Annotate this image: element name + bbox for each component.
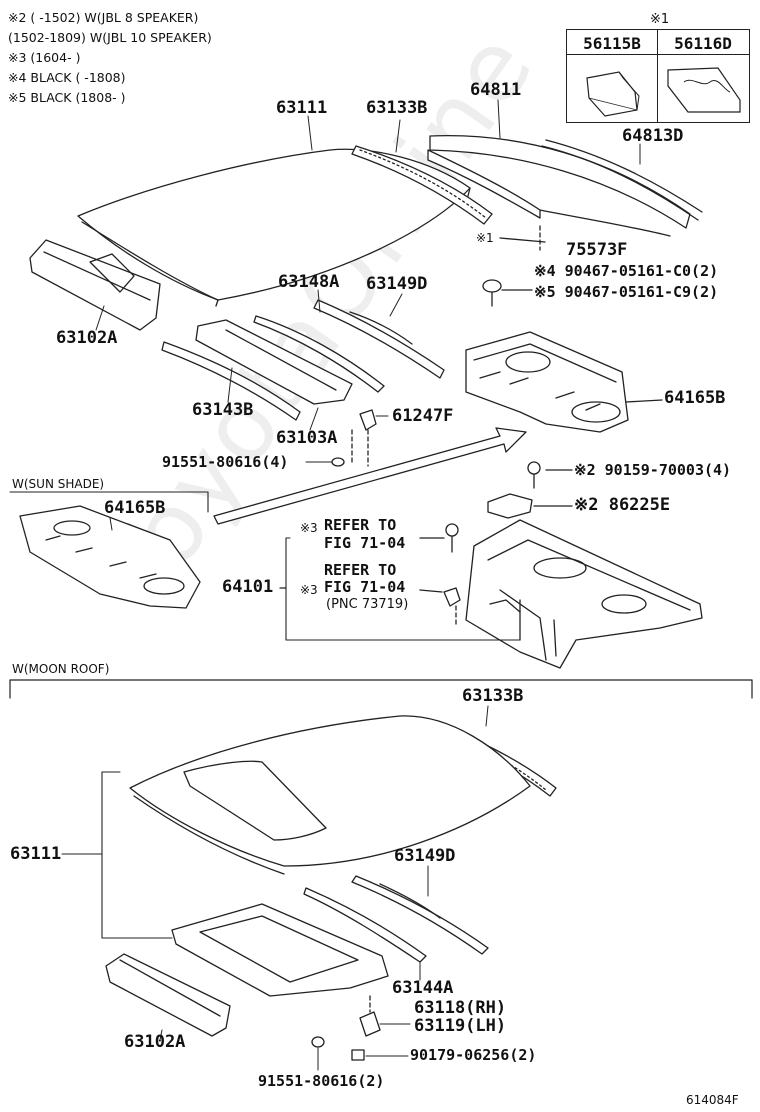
legend-marker: ※1 xyxy=(650,12,670,27)
bracket-refer-icon xyxy=(443,587,461,607)
note-line-5: ※5 BLACK (1808- ) xyxy=(8,90,126,105)
roof-bow-63103a[interactable] xyxy=(195,319,353,405)
label-moon-63149d[interactable]: 63149D xyxy=(394,846,456,866)
speaker-cover-86225e[interactable] xyxy=(487,493,533,519)
label-63133b[interactable]: 63133B xyxy=(366,98,428,118)
label-63148a[interactable]: 63148A xyxy=(278,272,340,292)
direction-arrow xyxy=(213,427,527,525)
roof-bow-63149d[interactable] xyxy=(313,299,445,379)
figure-id: 614084F xyxy=(686,1093,739,1107)
emblem-56116d-icon xyxy=(667,67,741,113)
package-tray-trim-64165b[interactable] xyxy=(465,331,629,433)
label-75573f-mark: ※1 xyxy=(476,231,494,245)
label-63149d[interactable]: 63149D xyxy=(366,274,428,294)
label-moon-63119[interactable]: 63119(LH) xyxy=(414,1016,507,1036)
package-tray-panel-64101[interactable] xyxy=(465,519,703,669)
label-64165b[interactable]: 64165B xyxy=(664,388,726,408)
label-91551-top[interactable]: 91551-80616(4) xyxy=(162,453,289,471)
label-63143b[interactable]: 63143B xyxy=(192,400,254,420)
bracket-61247f[interactable] xyxy=(359,409,377,431)
roof-panel-63111[interactable] xyxy=(77,148,471,307)
label-63102a[interactable]: 63102A xyxy=(56,328,118,348)
label-86225e[interactable]: ※2 86225E xyxy=(574,495,671,515)
ref2-line-b[interactable]: FIG 71-04 xyxy=(324,578,406,596)
roof-bow-63148a[interactable] xyxy=(253,315,385,393)
legend-cell-1[interactable]: 56115B xyxy=(567,30,657,122)
label-moon-63144a[interactable]: 63144A xyxy=(392,978,454,998)
legend-part-1[interactable]: 56115B xyxy=(583,34,641,53)
label-90159[interactable]: ※2 90159-70003(4) xyxy=(574,461,732,479)
section-moon-roof: W(MOON ROOF) xyxy=(12,662,110,676)
bracket-63118-63119[interactable] xyxy=(359,1011,381,1037)
moon-front-header-63102a[interactable] xyxy=(105,953,231,1037)
label-90467-c9[interactable]: ※5 90467-05161-C9(2) xyxy=(534,283,719,301)
label-moon-63133b[interactable]: 63133B xyxy=(462,686,524,706)
legend-box: 56115B 56116D xyxy=(566,29,750,123)
note-line-3: ※3 (1604- ) xyxy=(8,50,81,65)
moon-roof-frame[interactable] xyxy=(171,903,389,997)
note-line-2: (1502-1809) W(JBL 10 SPEAKER) xyxy=(8,30,212,45)
ref2-line-c: (PNC 73719) xyxy=(326,597,409,612)
bolt-91551-icon xyxy=(331,457,345,467)
front-header-63102a[interactable] xyxy=(29,239,161,331)
sun-shade-trim-64165b[interactable] xyxy=(19,505,201,609)
ref1-mark: ※3 xyxy=(300,521,318,535)
label-moon-63118[interactable]: 63118(RH) xyxy=(414,998,507,1018)
roof-bow-63143b[interactable] xyxy=(161,341,301,421)
label-64101[interactable]: 64101 xyxy=(222,577,274,597)
label-moon-90179[interactable]: 90179-06256(2) xyxy=(410,1046,537,1064)
label-90467-c0[interactable]: ※4 90467-05161-C0(2) xyxy=(534,262,719,280)
ref2-line-a[interactable]: REFER TO xyxy=(324,561,397,579)
label-64811[interactable]: 64811 xyxy=(470,80,522,100)
ref1-line-b[interactable]: FIG 71-04 xyxy=(324,534,406,552)
moon-bow-63149d[interactable] xyxy=(351,875,489,955)
emblem-56115b-icon xyxy=(586,71,640,117)
note-line-4: ※4 BLACK ( -1808) xyxy=(8,70,126,85)
legend-part-2[interactable]: 56116D xyxy=(674,34,732,53)
rail-63133b[interactable] xyxy=(351,145,493,225)
label-moon-91551[interactable]: 91551-80616(2) xyxy=(258,1072,385,1090)
label-64813d[interactable]: 64813D xyxy=(622,126,684,146)
note-line-1: ※2 ( -1502) W(JBL 8 SPEAKER) xyxy=(8,10,199,25)
moon-roof-panel-63111[interactable] xyxy=(129,715,531,875)
label-63111[interactable]: 63111 xyxy=(276,98,328,118)
bolt-90159-icon xyxy=(527,461,541,475)
label-63103a[interactable]: 63103A xyxy=(276,428,338,448)
label-sun-64165b[interactable]: 64165B xyxy=(104,498,166,518)
ref1-line-a[interactable]: REFER TO xyxy=(324,516,397,534)
glass-64811[interactable] xyxy=(427,134,703,237)
label-moon-63111[interactable]: 63111 xyxy=(10,844,62,864)
nut-90179-icon xyxy=(351,1049,365,1061)
bolt-refer-icon xyxy=(445,523,459,537)
label-61247f[interactable]: 61247F xyxy=(392,406,454,426)
legend-cell-2[interactable]: 56116D xyxy=(658,30,748,122)
label-moon-63102a[interactable]: 63102A xyxy=(124,1032,186,1052)
clip-90467-icon xyxy=(482,279,502,293)
section-sun-shade: W(SUN SHADE) xyxy=(12,477,105,491)
bolt-91551-moon-icon xyxy=(311,1036,325,1048)
ref2-mark: ※3 xyxy=(300,583,318,597)
label-75573f[interactable]: 75573F xyxy=(566,240,628,260)
